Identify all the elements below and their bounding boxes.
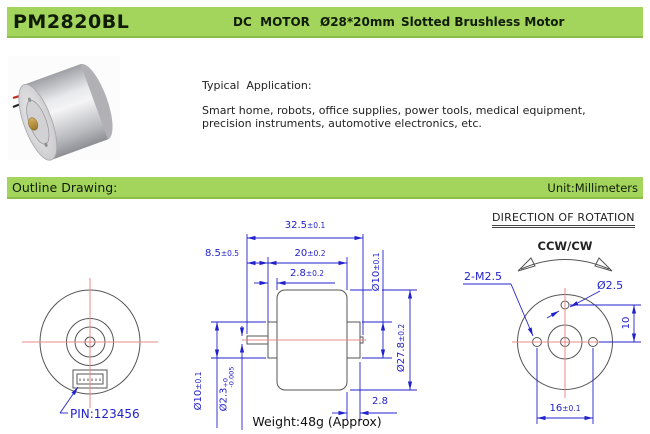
motor-subtitle: Slotted Brushless Motor xyxy=(401,15,565,29)
dim-shaft-length: 8.5±0.5 xyxy=(204,248,240,259)
side-view-dimension-lines xyxy=(211,234,417,430)
dim-body-length: 20±0.2 xyxy=(294,248,326,259)
header-bar: PM2820BL DC MOTOR Ø28*20mm Slotted Brush… xyxy=(7,7,643,38)
application-text-line2: precision instruments, automotive electr… xyxy=(202,117,482,130)
dim-overall-length: 32.5±0.1 xyxy=(284,220,326,231)
unit-label: Unit:Millimeters xyxy=(547,181,638,195)
dim-flange-diameter: Ø10±0.1 xyxy=(193,370,204,412)
dim-hole-offset: 10 xyxy=(621,315,632,331)
product-code: PM2820BL xyxy=(13,11,130,33)
dim-shaft-diameter: Ø2.3+0-0.005 xyxy=(218,365,236,413)
pin-label: PIN:123456 xyxy=(70,407,140,421)
rear-view-centerlines xyxy=(512,288,620,398)
rear-view-dimension-lines xyxy=(463,283,641,424)
pin-leader-line xyxy=(59,386,79,414)
front-view-centerlines xyxy=(22,278,158,408)
application-title: Typical Application: xyxy=(202,79,312,92)
section-title: Outline Drawing: xyxy=(12,180,118,195)
dim-boss-diameter: Ø10±0.1 xyxy=(371,251,382,293)
application-text-line1: Smart home, robots, office supplies, pow… xyxy=(202,104,586,117)
dim-boss-length: 2.8 xyxy=(372,396,388,407)
motor-size-label: Ø28*20mm xyxy=(320,15,395,29)
mount-holes-label: 2-M2.5 xyxy=(464,270,502,283)
dim-hole-spacing: 16±0.1 xyxy=(549,403,581,414)
rotation-direction-arrow xyxy=(517,257,613,272)
connector-pins xyxy=(79,378,101,381)
motor-body-photo xyxy=(18,63,113,161)
hole-diameter-label: Ø2.5 xyxy=(597,279,624,292)
motor-product-photo xyxy=(8,56,120,161)
weight-note: Weight:48g (Approx) xyxy=(252,414,382,429)
rotation-direction-title: DIRECTION OF ROTATION xyxy=(492,211,635,228)
section-bar: Outline Drawing: Unit:Millimeters xyxy=(7,177,643,199)
motor-type-label: DC MOTOR xyxy=(233,15,310,29)
dim-flange-length: 2.8±0.2 xyxy=(289,268,325,279)
rotation-direction-value: CCW/CW xyxy=(537,239,593,253)
dim-body-diameter: Ø27.8±0.2 xyxy=(396,322,407,374)
